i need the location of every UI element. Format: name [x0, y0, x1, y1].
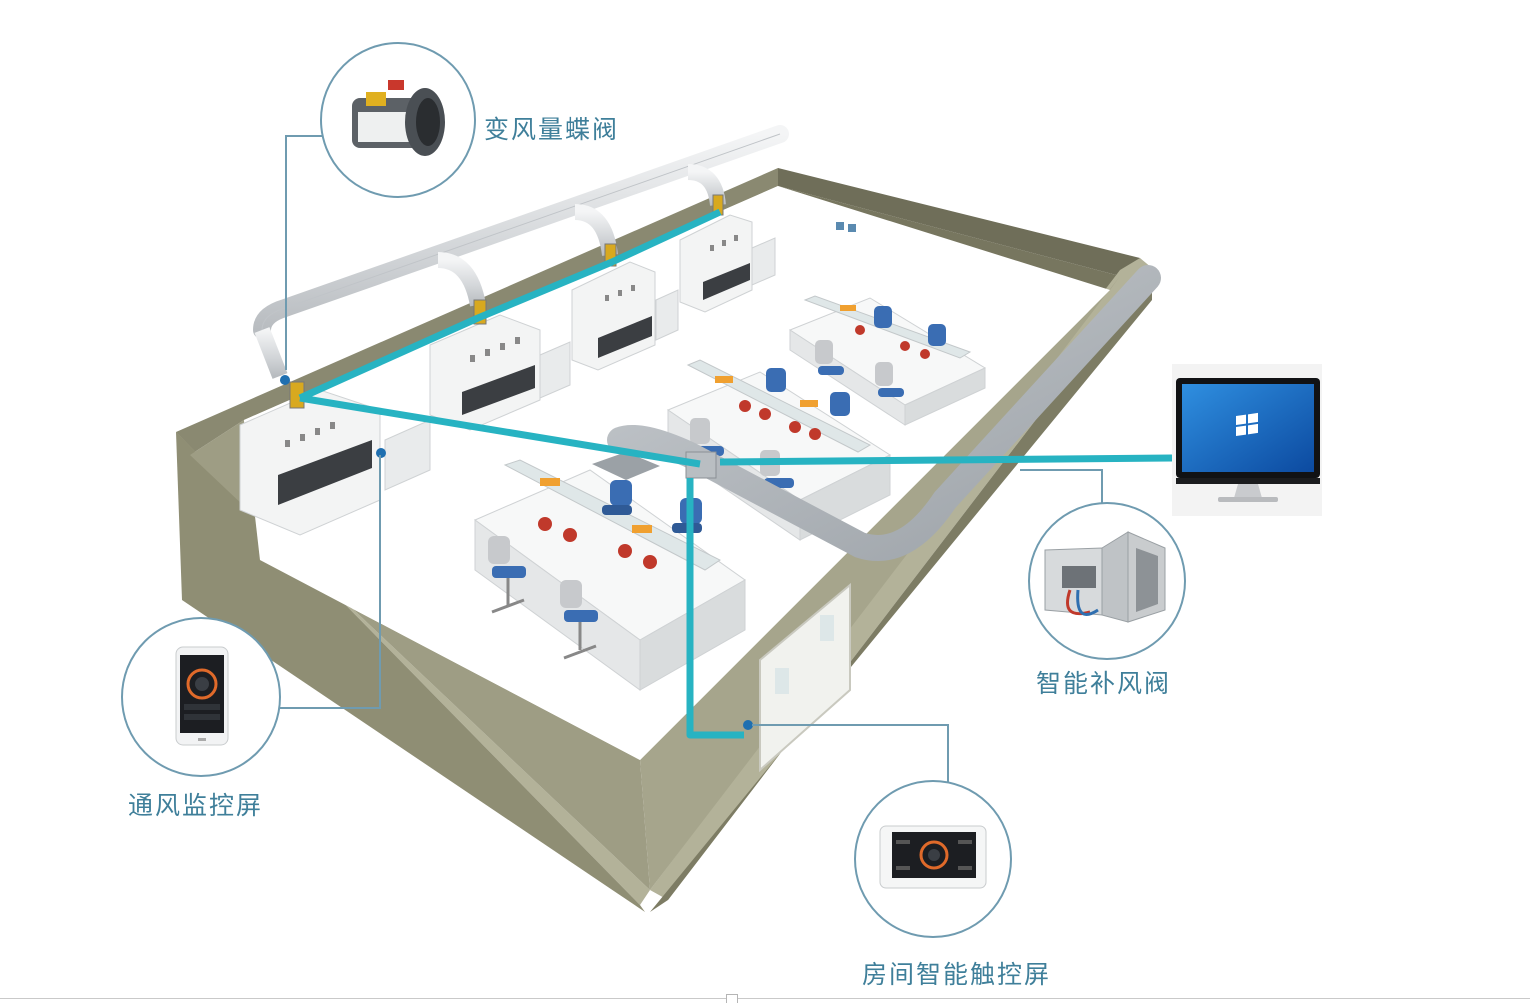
connector-to-pc: [719, 454, 1173, 466]
front-wall-top: [176, 432, 650, 905]
connector-node: [376, 448, 386, 458]
duct-branch: [437, 252, 486, 307]
side-cabinet: [539, 341, 571, 399]
bottom-tick: [726, 994, 738, 1003]
door-window: [820, 615, 834, 641]
label-vav-valve: 变风量蝶阀: [484, 115, 620, 144]
windows-logo-icon: [1236, 412, 1258, 436]
door-window-2: [775, 668, 789, 694]
callout-leaders: [280, 135, 1103, 782]
chair: [560, 580, 598, 660]
connector-vav-network: [298, 208, 722, 402]
fume-hood: [429, 314, 541, 431]
diffuser: [592, 452, 660, 480]
leader-monitor: [280, 455, 381, 709]
desktop-monitor-chin: [1176, 478, 1320, 484]
leader-vav: [285, 135, 322, 370]
callout-makeup-air-valve: [1028, 502, 1186, 660]
leader-makeup: [1020, 469, 1103, 503]
supply-air-duct: [592, 265, 1161, 561]
callout-room-touch-screen: [854, 780, 1012, 938]
fume-hood: [571, 261, 656, 371]
side-cabinet: [655, 289, 679, 341]
bottom-divider: [0, 998, 1530, 999]
fume-hood: [239, 389, 381, 536]
chair: [875, 362, 904, 397]
duct-drop: [254, 327, 288, 379]
main-exhaust-duct-edge: [261, 133, 781, 331]
chair: [874, 306, 892, 328]
connector-to-controller: [299, 394, 701, 468]
fume-hood: [679, 214, 753, 313]
side-cabinet: [384, 419, 431, 491]
desktop-monitor-base: [1218, 497, 1278, 502]
chair: [488, 536, 526, 614]
chair: [815, 340, 844, 375]
connector-node: [280, 375, 290, 385]
desktop-monitor-stand: [1234, 484, 1262, 498]
control-connectors: [280, 208, 1173, 739]
callout-monitor-screen: [121, 617, 281, 777]
desktop-monitor: [1172, 364, 1322, 516]
label-makeup-air-valve: 智能补风阀: [1036, 669, 1172, 698]
leader-touch: [752, 724, 949, 782]
label-room-touch-screen: 房间智能触控屏: [862, 960, 1052, 989]
label-monitor-screen: 通风监控屏: [128, 791, 264, 820]
back-wall-face: [778, 186, 1120, 290]
touch-panel-icon: [879, 825, 987, 889]
chair: [766, 368, 786, 392]
lab-chairs: [488, 306, 946, 660]
connector-node: [743, 720, 753, 730]
inner-left-wall: [190, 420, 650, 890]
callout-vav-valve: [320, 42, 476, 198]
fume-hoods: [239, 214, 776, 536]
chair: [830, 392, 850, 416]
vav-valve-icon: [352, 80, 445, 156]
phone-monitor-icon: [175, 646, 229, 746]
supply-duct: [607, 265, 1161, 561]
makeup-air-valve-icon: [1044, 531, 1166, 623]
chair: [602, 480, 632, 515]
wall-sensor: [848, 224, 856, 232]
wall-sensor: [836, 222, 844, 230]
side-cabinet: [751, 237, 776, 286]
chair: [928, 324, 946, 346]
connector-to-touch-panel: [686, 478, 744, 739]
back-wall-inner: [778, 168, 1140, 276]
